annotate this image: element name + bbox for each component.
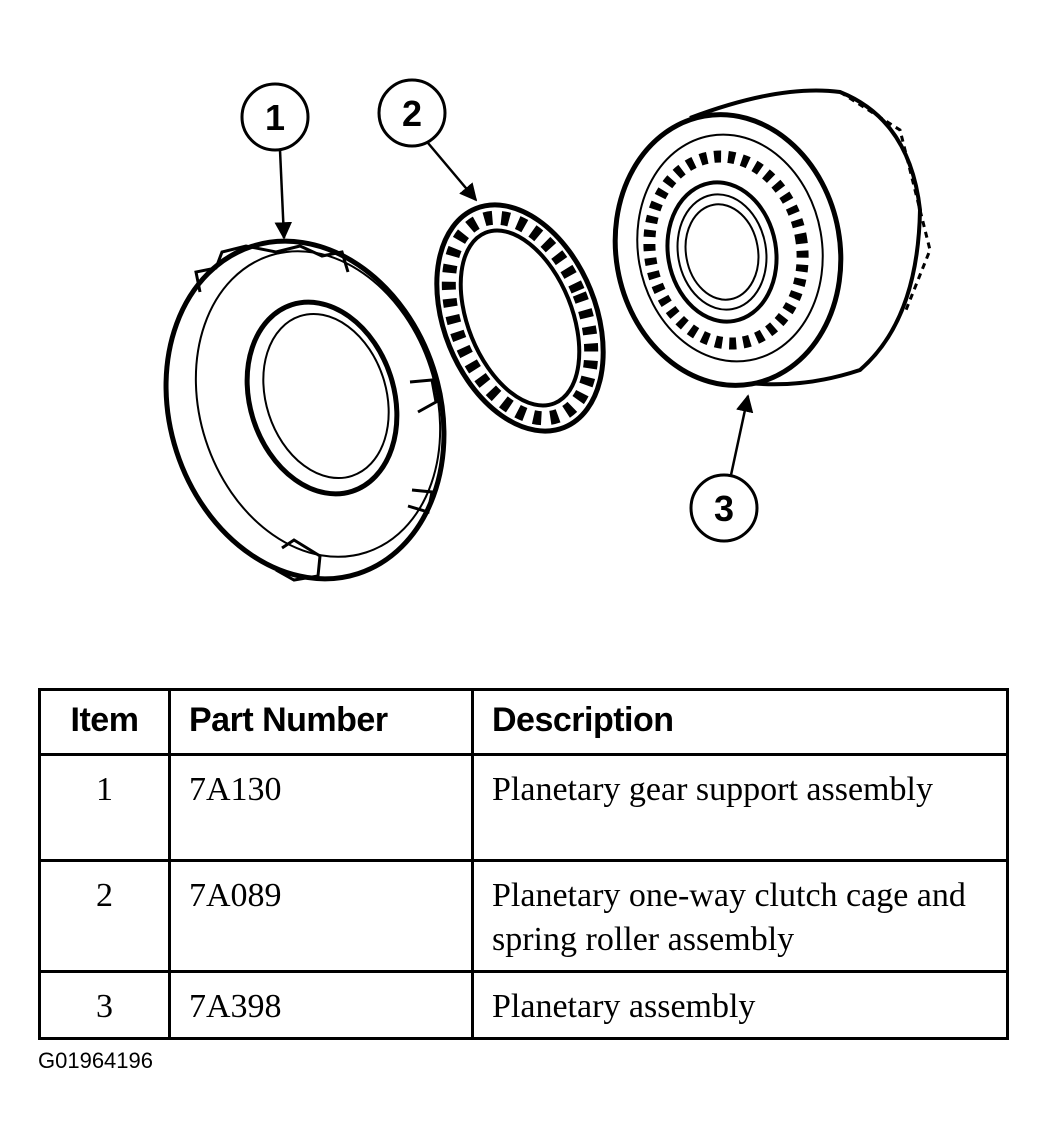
parts-table: Item Part Number Description 1 7A130 Pla…	[38, 688, 1009, 1040]
cell-part-number: 7A130	[168, 753, 474, 862]
callout-1-arrow	[274, 149, 293, 240]
table-header-row: Item Part Number Description	[38, 688, 1009, 756]
table-row: 2 7A089 Planetary one-way clutch cage an…	[38, 859, 1009, 973]
callout-3-label: 3	[714, 488, 734, 529]
callout-2-label: 2	[402, 93, 422, 134]
header-item: Item	[38, 688, 171, 756]
header-description: Description	[471, 688, 1009, 756]
cell-description: Planetary assembly	[471, 970, 1009, 1040]
callout-2: 2	[377, 78, 478, 202]
cell-item: 2	[38, 859, 171, 973]
cell-description: Planetary gear support assembly	[471, 753, 1009, 862]
planetary-gear-support-drawing	[163, 238, 447, 582]
cell-item: 1	[38, 753, 171, 862]
callout-3-arrow	[729, 394, 754, 476]
header-part-number: Part Number	[168, 688, 474, 756]
figure-code: G01964196	[38, 1048, 153, 1073]
cell-description: Planetary one-way clutch cage and spring…	[471, 859, 1009, 973]
cell-part-number: 7A398	[168, 970, 474, 1040]
table-row: 3 7A398 Planetary assembly	[38, 970, 1009, 1040]
table-row: 1 7A130 Planetary gear support assembly	[38, 753, 1009, 862]
cell-part-number: 7A089	[168, 859, 474, 973]
callout-1: 1	[240, 82, 310, 240]
callout-3: 3	[689, 394, 759, 543]
exploded-parts-illustration: 1 2 3	[163, 78, 932, 582]
callout-2-arrow	[427, 142, 478, 202]
callout-1-label: 1	[265, 97, 285, 138]
planetary-assembly-drawing	[612, 88, 932, 388]
cell-item: 3	[38, 970, 171, 1040]
one-way-clutch-cage-drawing	[434, 202, 606, 434]
